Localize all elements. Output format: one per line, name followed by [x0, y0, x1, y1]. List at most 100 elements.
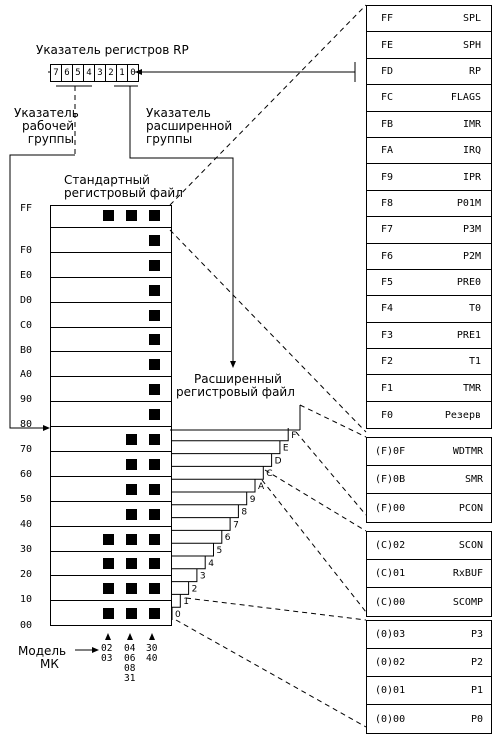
- model-label: Модель МК: [18, 644, 67, 671]
- register-block: [149, 309, 160, 321]
- bank-label: 9: [250, 495, 256, 505]
- row-address-label: B0: [20, 344, 33, 356]
- register-block: [149, 483, 160, 495]
- register-row: F0 Резерв: [367, 402, 491, 428]
- register-name: SCON: [458, 540, 483, 551]
- bank-step: [172, 453, 273, 467]
- row-address-label: 00: [20, 620, 33, 632]
- register-block: [149, 458, 160, 470]
- register-name: FLAGS: [450, 92, 481, 104]
- register-name: PRE1: [456, 329, 481, 341]
- register-name: WDTMR: [452, 446, 483, 457]
- row-address-label: D0: [20, 294, 33, 306]
- register-block: [126, 483, 137, 495]
- bank-step: [172, 517, 231, 531]
- register-address: (C)01: [375, 568, 406, 579]
- extended-file-title: Расширенный регистровый файл: [176, 372, 295, 399]
- register-name: P2: [470, 657, 483, 668]
- bank-step: [172, 530, 223, 544]
- rp-bit: 1: [117, 65, 128, 81]
- register-block: [103, 210, 114, 221]
- bank-label: 0: [175, 610, 181, 620]
- register-address: F2: [381, 356, 394, 368]
- rp-bit: 0: [130, 68, 136, 78]
- register-block: [149, 608, 160, 620]
- standard-file-row: [51, 402, 171, 428]
- bank-label: 2: [192, 584, 198, 594]
- bank-label: C: [266, 469, 272, 479]
- working-group-pointer-label: Указатель рабочей группы: [14, 106, 79, 146]
- register-block: [149, 409, 160, 421]
- bank-step: [172, 479, 256, 493]
- register-address: (F)00: [375, 502, 406, 514]
- rp-bit: 6: [62, 65, 73, 81]
- register-name: Резерв: [444, 409, 481, 421]
- row-address-label: F0: [20, 244, 33, 256]
- rp-bit: 5: [73, 65, 84, 81]
- register-address: (C)00: [375, 596, 406, 608]
- standard-file-row: [51, 452, 171, 477]
- register-block: [149, 533, 160, 545]
- row-address-label: 90: [20, 394, 33, 406]
- standard-file-row: [51, 352, 171, 378]
- register-block: [103, 558, 114, 570]
- standard-file-row: [51, 427, 171, 453]
- model-number: 31: [124, 673, 136, 684]
- model-number: 04: [124, 643, 136, 654]
- standard-file-row: [51, 328, 171, 353]
- rp-title: Указатель регистров RP: [36, 43, 189, 57]
- register-address: FD: [381, 65, 394, 77]
- bank-label: 5: [217, 546, 223, 556]
- bank-label: D: [275, 456, 282, 466]
- standard-file-row: [51, 253, 171, 278]
- model-number: 06: [124, 653, 136, 664]
- register-block: [126, 558, 137, 570]
- working-pointer-arrow-icon: [43, 425, 50, 431]
- register-block: [126, 583, 137, 595]
- register-name: SPH: [462, 39, 481, 51]
- bank-step: [172, 466, 264, 480]
- register-address: F7: [381, 224, 394, 236]
- bank-label: 7: [233, 520, 239, 530]
- standard-file-row: [51, 552, 171, 577]
- register-name: TMR: [462, 382, 481, 394]
- table-bottom-link: [169, 229, 367, 433]
- bank-step: [172, 492, 248, 506]
- row-address-label: FF: [20, 203, 33, 214]
- model-number: 08: [124, 663, 136, 674]
- register-block: [126, 608, 137, 620]
- model-arrow-icon: [105, 633, 111, 640]
- register-address: (F)0B: [375, 474, 406, 485]
- bank-step: [172, 568, 198, 583]
- row-address-label: C0: [20, 319, 33, 331]
- model-number: 03: [101, 653, 113, 664]
- bank-step: [172, 504, 239, 519]
- register-block: [103, 583, 114, 595]
- register-name: P3M: [462, 224, 481, 236]
- model-number: 02: [101, 643, 113, 654]
- group-0-link-bottom: [175, 619, 367, 728]
- register-block: [126, 434, 137, 446]
- bank-step: [172, 543, 214, 557]
- register-address: F4: [381, 303, 394, 315]
- register-block: [149, 558, 160, 570]
- standard-file-row: [51, 601, 171, 627]
- register-block: [149, 359, 160, 371]
- rp-bit: 4: [84, 65, 95, 81]
- register-row: F7 P3M: [367, 217, 491, 244]
- register-address: F0: [381, 409, 394, 421]
- register-address: FA: [381, 145, 394, 157]
- standard-file-row: [51, 502, 171, 527]
- group-f-link-bottom: [295, 431, 367, 516]
